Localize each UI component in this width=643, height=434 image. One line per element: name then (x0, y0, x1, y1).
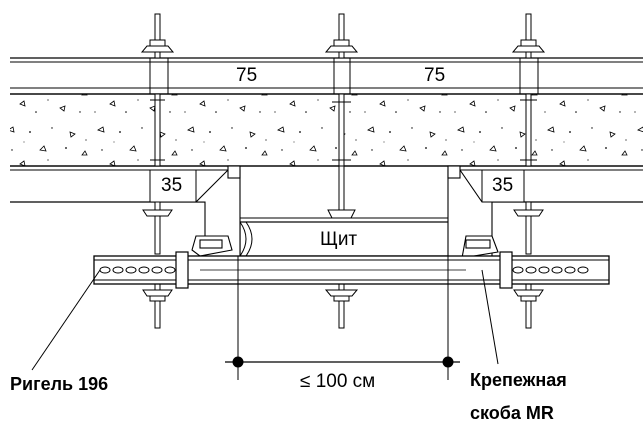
panel-label: Щит (320, 229, 358, 250)
waler-196 (93, 251, 610, 289)
bracket-callout-line2: скоба MR (470, 403, 554, 423)
span-label: ≤ 100 см (300, 371, 376, 392)
lower-beams (10, 165, 643, 203)
tie-rod-center (324, 13, 359, 329)
top-beam (10, 57, 643, 95)
left-bracket (191, 165, 241, 257)
dim-top-left: 75 (236, 65, 258, 86)
tie-rods (140, 13, 546, 329)
dim-bottom-left: 35 (161, 175, 183, 196)
bracket-callout-line1: Крепежная (470, 370, 567, 390)
span-dimension (225, 256, 460, 380)
dimension-dot-left (232, 356, 244, 368)
waler-callout: Ригель 196 (10, 374, 109, 394)
leader-waler (31, 269, 101, 371)
concrete-slab (10, 94, 643, 166)
leader-bracket (481, 269, 499, 365)
tie-rod-right (511, 13, 546, 329)
dim-top-right: 75 (424, 65, 446, 86)
dim-bottom-right: 35 (492, 175, 514, 196)
dimension-dot-right (442, 356, 454, 368)
